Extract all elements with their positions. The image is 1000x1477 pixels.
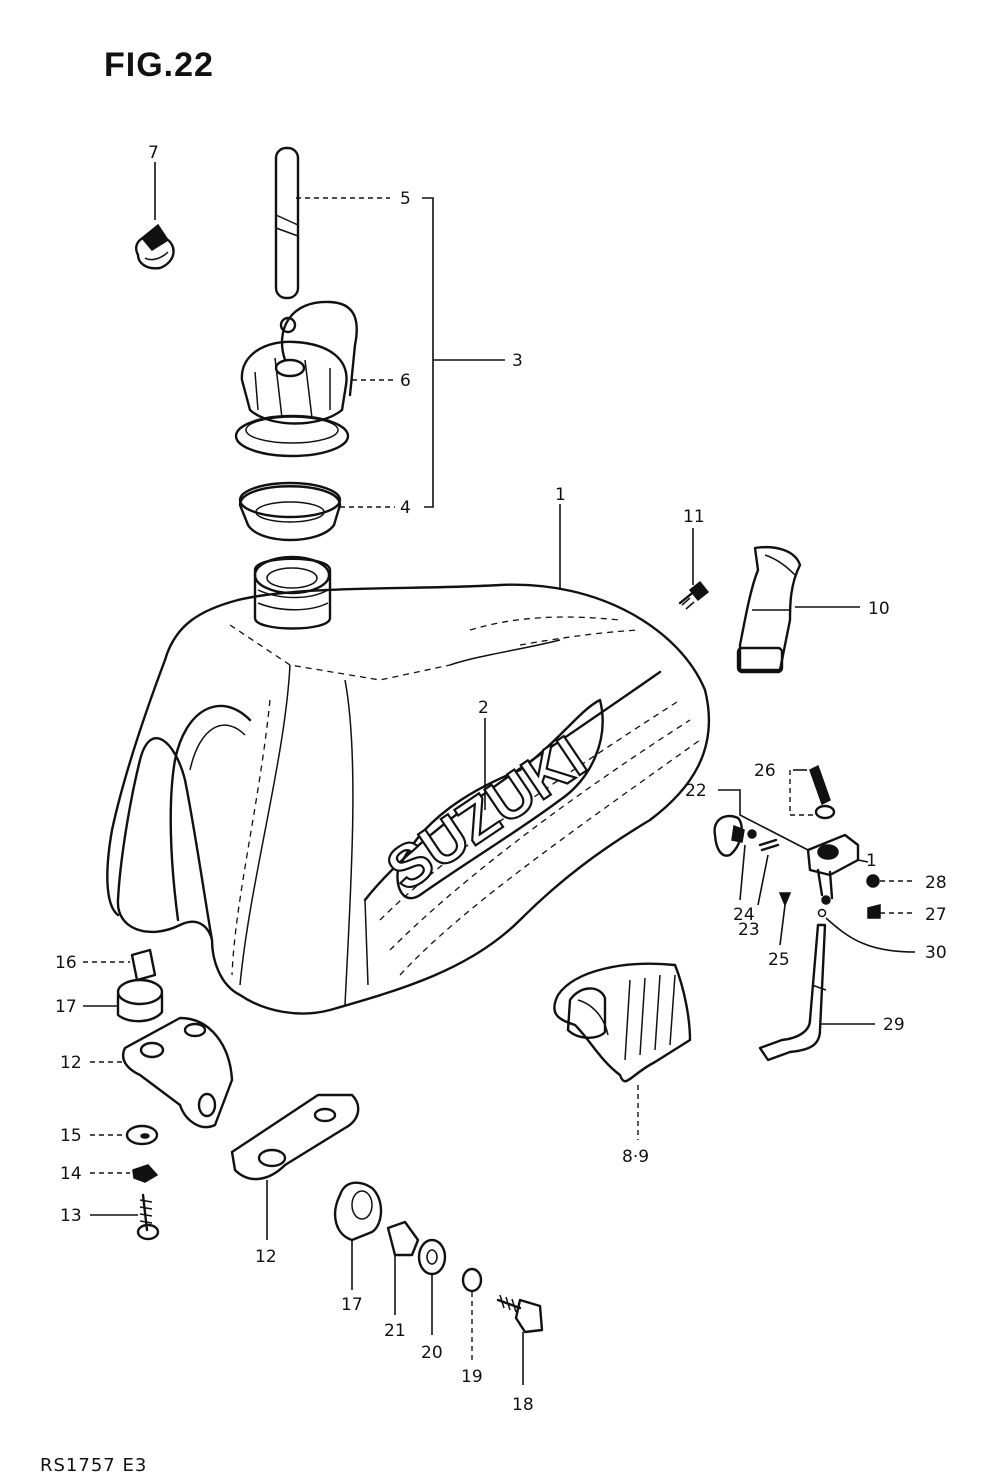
washers-and-bolts — [125, 1124, 544, 1334]
callout-21: 21 — [384, 1321, 406, 1341]
callout-27: 27 — [925, 905, 947, 925]
callout-2: 2 — [478, 698, 489, 718]
callout-24: 24 — [733, 905, 755, 925]
fuel-cock-lever — [713, 814, 745, 857]
hose-clamp — [135, 223, 175, 270]
callout-17-bottom: 17 — [341, 1295, 363, 1315]
tank-brand-logo: SUZUKI — [375, 723, 598, 903]
callout-13: 13 — [60, 1206, 82, 1226]
callout-16: 16 — [55, 953, 77, 973]
rear-bracket — [230, 1093, 360, 1181]
callout-5: 5 — [400, 189, 411, 209]
callout-30: 30 — [925, 943, 947, 963]
callout-1: 1 — [555, 485, 566, 505]
callout-6: 6 — [400, 371, 411, 391]
callout-22: 22 — [685, 781, 707, 801]
callout-10: 10 — [868, 599, 890, 619]
rubber-cushions — [116, 948, 383, 1242]
callout-7: 7 — [148, 143, 159, 163]
leader-lines — [83, 162, 916, 1385]
fuel-hose — [758, 923, 827, 1062]
callout-17-left: 17 — [55, 997, 77, 1017]
callout-18: 18 — [512, 1395, 534, 1415]
fuel-cock-body — [806, 833, 860, 905]
callout-14: 14 — [60, 1164, 82, 1184]
callout-20: 20 — [421, 1343, 443, 1363]
callout-26: 26 — [754, 761, 776, 781]
callout-labels: 7 5 3 6 4 1 2 11 10 22 26 1 28 27 30 29 … — [55, 143, 947, 1415]
callout-4: 4 — [400, 498, 411, 518]
tank-cushion — [553, 962, 692, 1083]
fuel-tank: SUZUKI — [106, 555, 711, 1015]
callout-3: 3 — [512, 351, 523, 371]
tank-bolt — [678, 580, 710, 610]
fuel-cap — [234, 300, 358, 458]
callout-11: 11 — [683, 507, 705, 527]
callout-8-9: 8·9 — [622, 1147, 649, 1167]
callout-25: 25 — [768, 950, 790, 970]
callout-1-cock: 1 — [866, 851, 877, 871]
callout-23: 23 — [738, 920, 760, 940]
fuel-cock-parts — [747, 764, 881, 919]
front-bracket — [121, 1016, 234, 1129]
callout-19: 19 — [461, 1367, 483, 1387]
callout-15: 15 — [60, 1126, 82, 1146]
callout-12-bottom: 12 — [255, 1247, 277, 1267]
callout-12-left: 12 — [60, 1053, 82, 1073]
callout-28: 28 — [925, 873, 947, 893]
figure-footer-code: RS1757 E3 — [40, 1455, 148, 1476]
rubber-strap — [736, 546, 802, 674]
callout-29: 29 — [883, 1015, 905, 1035]
breather-hose — [274, 146, 300, 300]
cap-gasket — [238, 481, 342, 542]
figure-title: FIG.22 — [104, 46, 214, 84]
